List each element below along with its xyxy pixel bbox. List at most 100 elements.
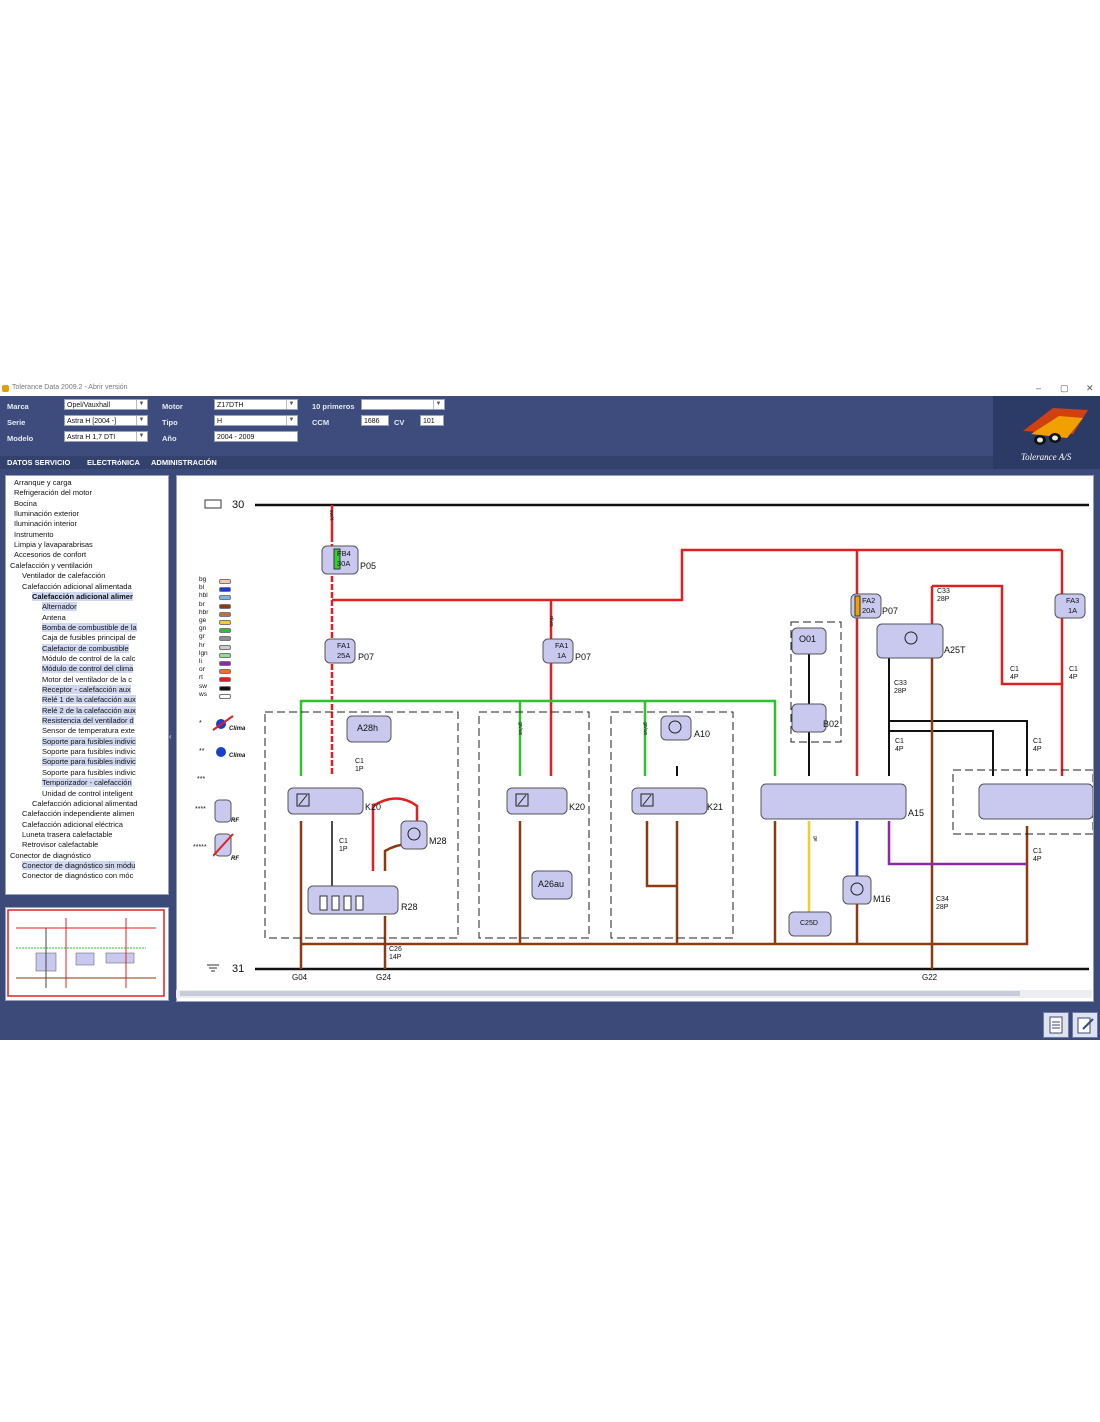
fuse-fb4-element <box>333 548 341 570</box>
tree-item[interactable]: Soporte para fusibles indivic <box>42 747 136 757</box>
battery-icon <box>204 499 222 509</box>
tree-item[interactable]: Iluminación exterior <box>14 509 80 519</box>
tree-item[interactable]: Receptor - calefacción aux <box>42 685 131 694</box>
diagram-scrollbar[interactable] <box>176 990 1092 998</box>
p07-label-1: P07 <box>358 652 375 662</box>
marca-select[interactable]: Opel/Vauxhall ▼ <box>64 399 148 410</box>
tree-item[interactable]: Caja de fusibles principal de <box>42 633 136 643</box>
logo-text: Tolerance A/S <box>1021 452 1072 462</box>
tree-item[interactable]: Calefactor de combustible <box>42 643 129 653</box>
wire-label-rt-ws: rt/ws <box>548 616 554 627</box>
tree-item[interactable]: Conector de diagnóstico <box>10 850 91 860</box>
tree-item[interactable]: Antena <box>42 612 66 622</box>
tree-item[interactable]: Temporizador - calefacción <box>42 778 132 788</box>
legend-swatch <box>219 685 231 691</box>
minimize-button[interactable]: – <box>1036 383 1042 393</box>
menu-datos-servicio[interactable]: DATOS SERVICIO <box>7 458 71 467</box>
ccm-field[interactable]: 1686 <box>361 415 389 426</box>
tree-item[interactable]: Módulo de control del clima <box>42 664 134 674</box>
tree-item[interactable]: Unidad de control inteligent <box>42 788 133 798</box>
tree-item[interactable]: Soporte para fusibles indivic <box>42 736 136 746</box>
tolerance-logo: Tolerance A/S <box>993 396 1100 469</box>
tipo-value: H <box>217 418 223 425</box>
chevron-down-icon: ▼ <box>136 432 146 441</box>
tree-item[interactable]: Calefacción adicional eléctrica <box>22 819 123 829</box>
legend-swatch <box>219 661 231 666</box>
legend-swatch <box>219 595 231 601</box>
wire-label-gn-ws-2: gn/ws <box>642 722 648 736</box>
vehicle-selector: Marca Opel/Vauxhall▼ Serie Astra H [2004… <box>0 396 1100 456</box>
ccm-label: CCM <box>312 418 330 427</box>
note-star-4: **** <box>195 806 206 813</box>
ano-field[interactable]: 2004 - 2009 <box>214 431 298 442</box>
serie-select[interactable]: Astra H [2004 -]▼ <box>64 415 148 426</box>
tree-item[interactable]: Accesorios de confort <box>14 550 87 560</box>
cv-label: CV <box>394 418 405 427</box>
footer-bar <box>0 1005 1100 1040</box>
print-button[interactable] <box>1043 1012 1069 1038</box>
tree-item[interactable]: Calefacción adicional alimer <box>32 591 133 601</box>
tree-item[interactable]: Conector de diagnóstico con móc <box>22 871 134 881</box>
tree-item[interactable]: Bocina <box>14 498 37 508</box>
tipo-select[interactable]: H▼ <box>214 415 298 426</box>
close-button[interactable]: ✕ <box>1086 383 1094 393</box>
motor-label: Motor <box>162 402 183 411</box>
a10-label: A10 <box>694 729 711 739</box>
menu-administracion[interactable]: ADMINISTRACIÓN <box>151 458 217 467</box>
tree-item[interactable]: Resistencia del ventilador d <box>42 716 134 726</box>
tree-item[interactable]: Sensor de temperatura exte <box>42 726 135 736</box>
cv-field[interactable]: 101 <box>420 415 444 426</box>
tree-item[interactable]: Calefacción adicional alimentad <box>32 798 138 808</box>
tree-item[interactable]: Bomba de combustible de la <box>42 622 137 632</box>
c1-label-7: C1 <box>1033 848 1042 855</box>
modelo-select[interactable]: Astra H 1,7 DTI▼ <box>64 431 148 442</box>
tree-item[interactable]: Calefacción independiente alimen <box>22 809 135 819</box>
c1-label-3: C1 <box>895 738 904 745</box>
tree-item[interactable]: Módulo de control de la calc <box>42 653 136 663</box>
m16-label: M16 <box>873 894 891 904</box>
tree-item[interactable]: Luneta trasera calefactable <box>22 829 113 839</box>
fa1b-label: FA1 <box>555 641 569 650</box>
c1-pins-5: 4P <box>1069 674 1078 681</box>
legend-swatch <box>219 644 231 650</box>
maximize-button[interactable]: ▢ <box>1060 383 1069 393</box>
tree-item[interactable]: Soporte para fusibles indivic <box>42 767 136 777</box>
tree-item[interactable]: Soporte para fusibles indivic <box>42 757 136 767</box>
tree-item[interactable]: Relé 1 de la calefacción aux <box>42 695 136 705</box>
tree-item[interactable]: Calefacción y ventilación <box>10 560 93 570</box>
tree-item[interactable]: Calefacción adicional alimentada <box>22 581 132 591</box>
tree-item[interactable]: Refrigeración del motor <box>14 488 92 498</box>
tree-item[interactable]: Alternador <box>42 602 77 612</box>
diagram-overview[interactable] <box>5 907 169 1001</box>
menu-electronica[interactable]: ELECTRóNICA <box>87 458 140 467</box>
chevron-down-icon: ▼ <box>136 400 146 409</box>
tree-item[interactable]: Conector de diagnóstico sin módu <box>22 860 136 870</box>
c33-label-2: C33 <box>894 680 907 687</box>
tree-item[interactable]: Motor del ventilador de la c <box>42 674 133 684</box>
legend-swatch <box>219 636 231 642</box>
tree-item[interactable]: Arranque y carga <box>14 478 72 487</box>
title-bar: Tolerance Data 2009.2 - Abrir versión – … <box>0 382 1100 396</box>
motor-select[interactable]: Z17DTH▼ <box>214 399 298 410</box>
wire-label-gn-ws-1: gn/ws <box>517 722 523 736</box>
marca-value: Opel/Vauxhall <box>67 402 111 409</box>
tree-item[interactable]: Retrovisor calefactable <box>22 840 99 850</box>
c26-label: C26 <box>389 946 402 953</box>
c1-label-4: C1 <box>1010 666 1019 673</box>
tree-item[interactable]: Relé 2 de la calefacción aux <box>42 705 136 715</box>
tree-item[interactable]: Instrumento <box>14 529 54 539</box>
fa1b-amp: 1A <box>557 651 567 660</box>
tree-item[interactable]: Ventilador de calefacción <box>22 571 106 581</box>
tree-item[interactable]: Limpia y lavaparabrisas <box>14 540 93 550</box>
collapse-panel-icon[interactable]: ‹ <box>169 732 172 741</box>
clima-label-1: Clima <box>229 726 246 732</box>
legend-code: hr <box>199 641 205 649</box>
top10-select[interactable]: ▼ <box>361 399 445 410</box>
scrollbar-thumb[interactable] <box>180 991 1020 996</box>
tree-item[interactable]: Iluminación interior <box>14 519 77 529</box>
edit-button[interactable] <box>1072 1012 1098 1038</box>
legend-code: lgn <box>199 649 208 657</box>
tolerance-logo-graphic <box>993 396 1100 469</box>
